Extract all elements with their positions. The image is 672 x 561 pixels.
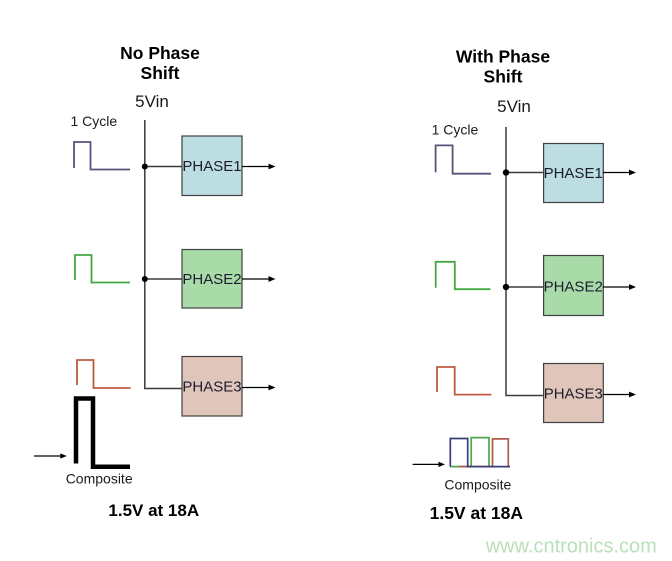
svg-text:PHASE3: PHASE3 [182,379,241,396]
svg-text:5Vin: 5Vin [135,92,169,111]
svg-text:PHASE1: PHASE1 [182,158,241,175]
svg-text:1 Cycle: 1 Cycle [71,113,118,129]
svg-text:PHASE1: PHASE1 [544,165,603,182]
svg-text:Composite: Composite [444,477,511,493]
svg-text:Composite: Composite [66,471,133,487]
svg-text:1.5V at 18A: 1.5V at 18A [430,503,524,523]
svg-text:PHASE2: PHASE2 [182,271,241,288]
svg-text:With Phase: With Phase [456,47,550,67]
svg-text:PHASE3: PHASE3 [544,386,603,403]
svg-text:1 Cycle: 1 Cycle [432,122,479,138]
svg-text:1.5V at 18A: 1.5V at 18A [108,501,199,520]
svg-text:5Vin: 5Vin [497,97,531,116]
svg-text:Shift: Shift [141,63,180,83]
svg-text:Shift: Shift [484,67,523,87]
svg-text:PHASE2: PHASE2 [544,279,603,296]
svg-text:No Phase: No Phase [120,43,200,63]
svg-text:www.cntronics.com: www.cntronics.com [485,536,657,558]
